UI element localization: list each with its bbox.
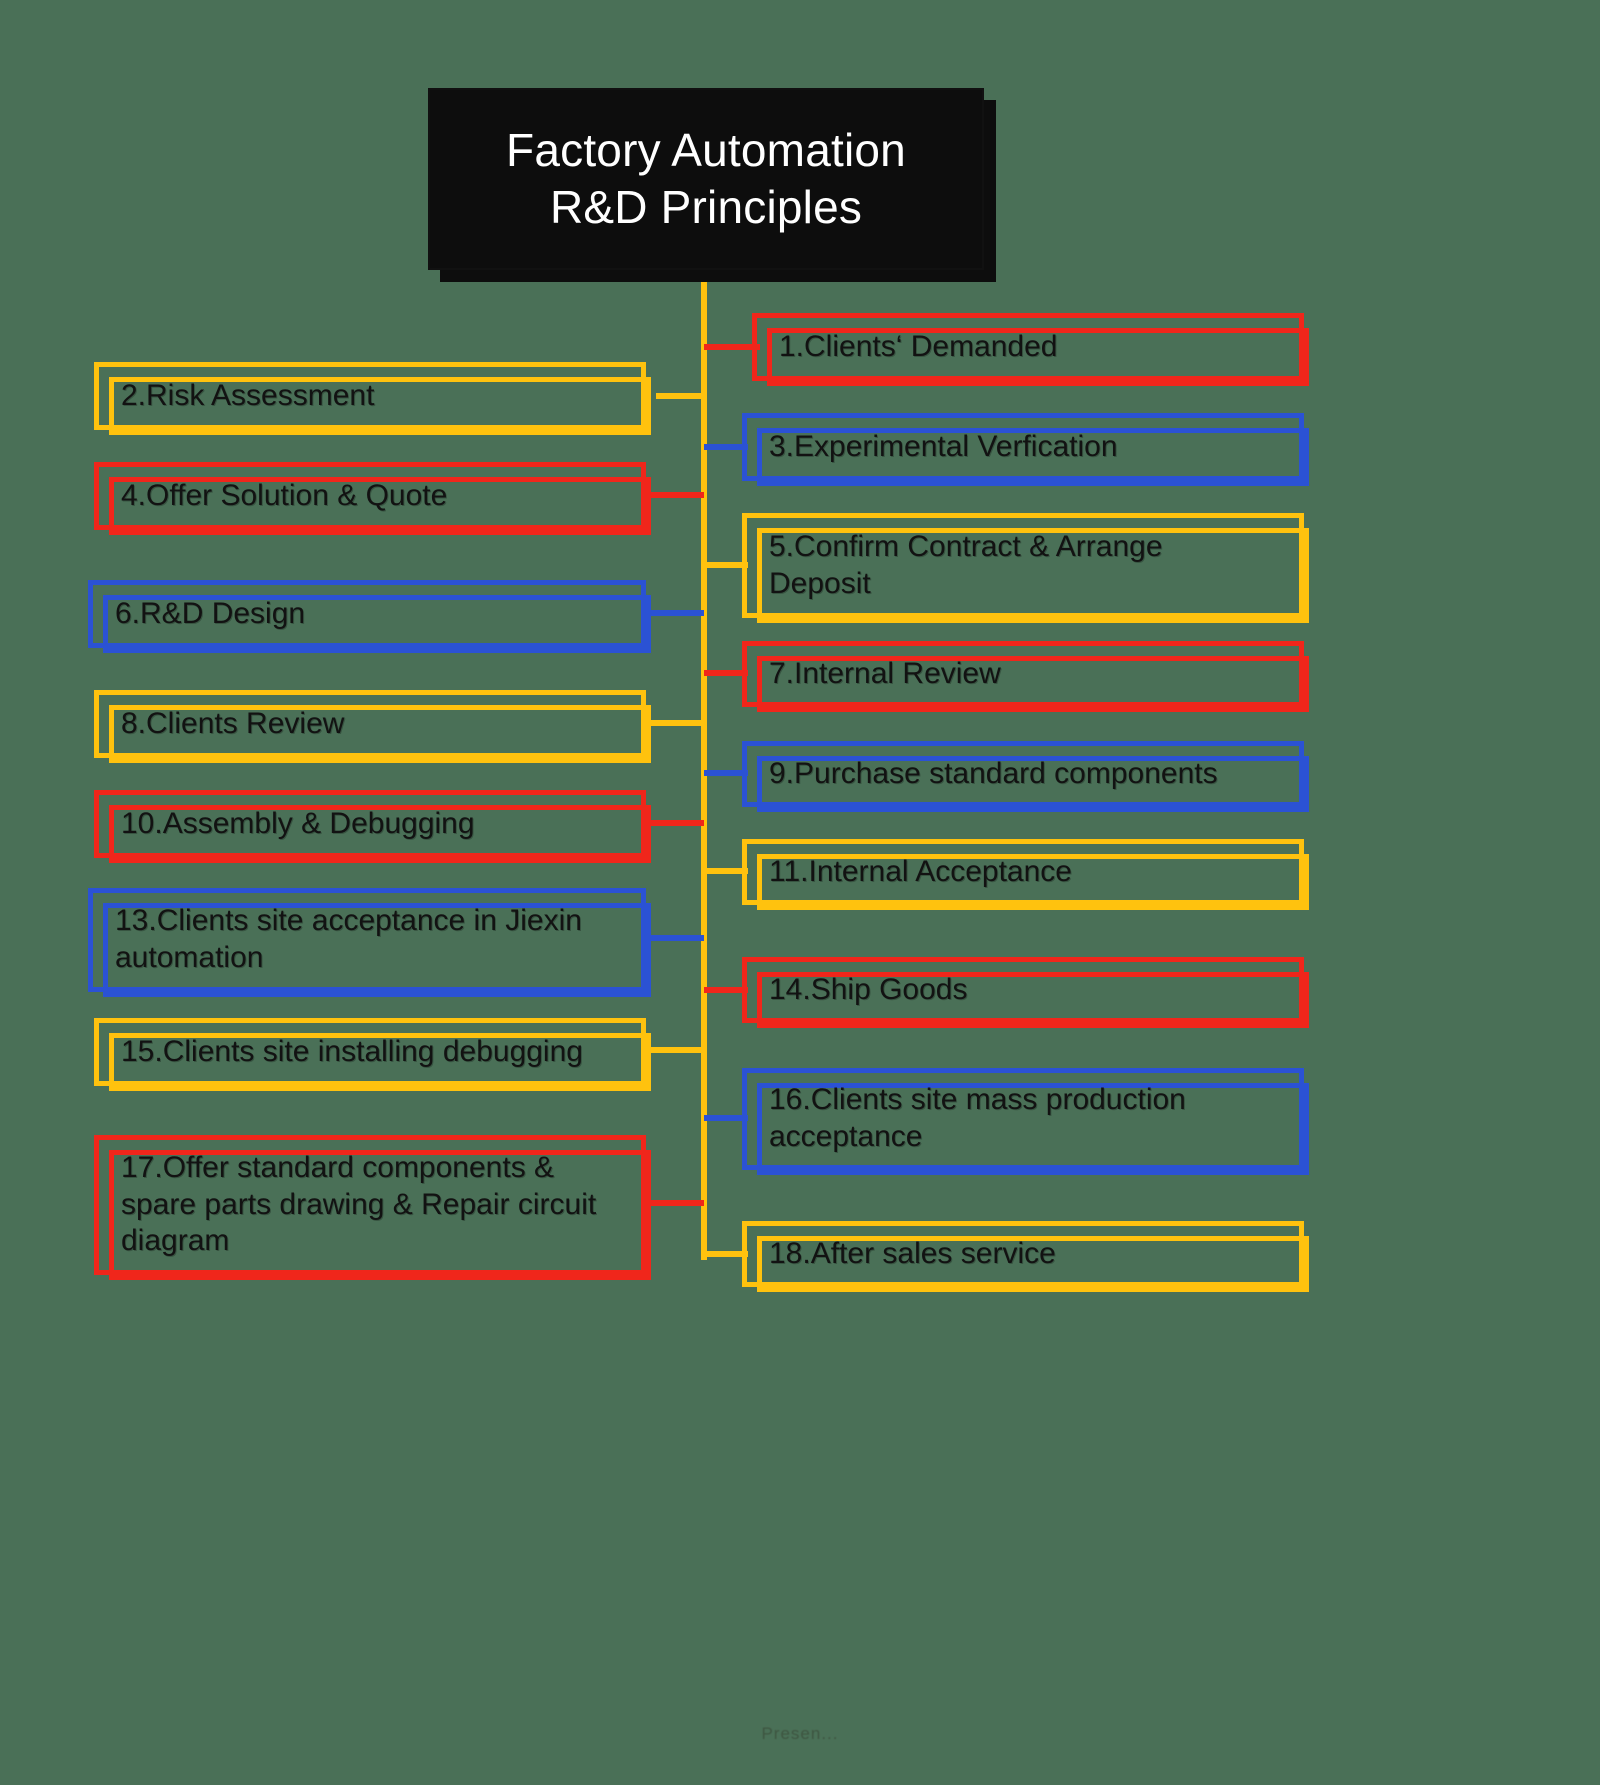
node-4-offer-solution-quote[interactable]: 4.Offer Solution & Quote [94,462,651,535]
node-13-clients-site-acceptance-jiexin[interactable]: 13.Clients site acceptance in Jiexin aut… [88,888,651,997]
node-15-clients-site-installing-debugging[interactable]: 15.Clients site installing debugging [94,1018,651,1091]
node-label: 1.Clients‘ Demanded [779,329,1058,363]
node-17-offer-standard-components-spare-parts[interactable]: 17.Offer standard components & spare par… [94,1135,651,1280]
node-9-purchase-standard-components[interactable]: 9.Purchase standard components [742,741,1309,812]
node-label: 17.Offer standard components & spare par… [121,1151,597,1258]
node-label: 7.Internal Review [769,656,1001,690]
root-node[interactable]: Factory Automation R&D Principles [428,88,984,270]
node-label: 6.R&D Design [115,596,306,630]
node-5-confirm-contract-arrange-deposit[interactable]: 5.Confirm Contract & Arrange Deposit [742,513,1309,623]
node-label: 10.Assembly & Debugging [121,806,475,840]
node-label: 3.Experimental Verfication [769,429,1118,463]
node-7-internal-review[interactable]: 7.Internal Review [742,641,1309,712]
node-6-rd-design[interactable]: 6.R&D Design [88,580,651,653]
root-title: Factory Automation R&D Principles [506,123,906,234]
node-label: 15.Clients site installing debugging [121,1034,583,1068]
node-2-risk-assessment[interactable]: 2.Risk Assessment [94,362,651,435]
node-18-after-sales-service[interactable]: 18.After sales service [742,1221,1309,1292]
footer-note: Presen... [761,1724,839,1743]
node-3-experimental-verfication[interactable]: 3.Experimental Verfication [742,413,1309,486]
node-label: 2.Risk Assessment [121,378,375,412]
node-11-internal-acceptance[interactable]: 11.Internal Acceptance [742,839,1309,910]
node-label: 13.Clients site acceptance in Jiexin aut… [115,904,582,974]
node-16-clients-site-mass-production-acceptance[interactable]: 16.Clients site mass production acceptan… [742,1068,1309,1175]
node-label: 9.Purchase standard components [769,756,1218,790]
node-1-clients-demanded[interactable]: 1.Clients‘ Demanded [752,313,1309,386]
node-label: 18.After sales service [769,1236,1056,1270]
node-14-ship-goods[interactable]: 14.Ship Goods [742,957,1309,1028]
node-label: 8.Clients Review [121,706,345,740]
node-label: 4.Offer Solution & Quote [121,478,448,512]
node-label: 16.Clients site mass production acceptan… [769,1083,1186,1153]
node-label: 11.Internal Acceptance [769,854,1072,888]
node-10-assembly-debugging[interactable]: 10.Assembly & Debugging [94,790,651,863]
node-label: 5.Confirm Contract & Arrange Deposit [769,529,1163,600]
node-8-clients-review[interactable]: 8.Clients Review [94,690,651,763]
node-label: 14.Ship Goods [769,972,968,1006]
